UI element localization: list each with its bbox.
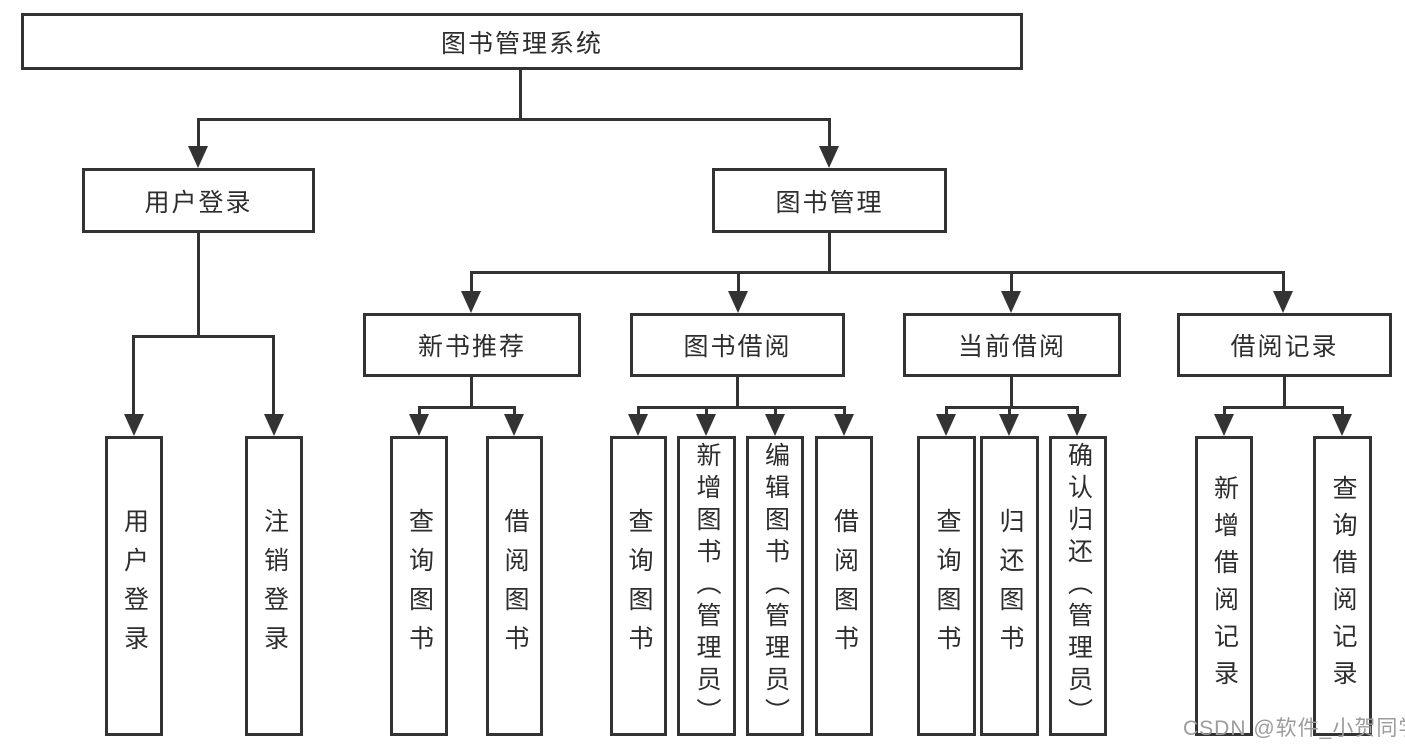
edge-arrowhead [1273,291,1293,313]
leaf-add-books-admin: 新增图书（管理员） [677,436,736,736]
leaf-borrow-books-2: 借阅图书 [815,436,873,736]
node-book-management: 图书管理 [712,168,947,233]
edge-line [774,406,777,418]
edge-arrowhead [264,414,284,436]
edge-line [1223,406,1226,418]
node-label: 图书借阅 [683,333,792,361]
leaf-label: 用户登录 [120,508,149,664]
leaf-label: 确认归还（管理员） [1064,442,1093,730]
edge-arrowhead [999,414,1019,436]
edge-line [470,271,473,293]
leaf-add-borrow-record: 新增借阅记录 [1195,436,1253,736]
leaf-confirm-return-admin: 确认归还（管理员） [1049,436,1107,736]
edge-line [197,118,831,121]
leaf-borrow-books-1: 借阅图书 [486,436,543,736]
leaf-label: 新增图书（管理员） [693,442,721,730]
csdn-watermark: CSDN @软件_小贺同学 [1183,717,1405,740]
node-label: 借阅记录 [1230,333,1339,361]
edge-line [1283,377,1286,408]
edge-line [945,406,1079,409]
edge-line [828,233,831,274]
edge-arrowhead [765,414,785,436]
edge-arrowhead [188,146,208,168]
edge-line [637,406,640,418]
edge-line [736,377,739,408]
node-current-borrow: 当前借阅 [903,313,1121,377]
edge-arrowhead [504,414,524,436]
leaf-return-books: 归还图书 [980,436,1039,736]
edge-arrowhead [819,146,839,168]
node-borrow-records: 借阅记录 [1177,313,1392,377]
edge-line [843,406,846,418]
node-label: 用户登录 [144,188,253,217]
edge-line [418,406,516,409]
leaf-label: 编辑图书（管理员） [761,442,790,730]
edge-line [828,118,831,148]
edge-line [1076,406,1079,418]
node-label: 新书推荐 [417,333,526,361]
edge-line [945,406,948,418]
edge-line [1341,406,1344,418]
leaf-edit-books-admin: 编辑图书（管理员） [746,436,804,736]
leaf-query-books-3: 查询图书 [917,436,976,736]
edge-arrowhead [936,414,956,436]
edge-line [418,406,421,418]
leaf-label: 查询图书 [933,508,961,664]
leaf-query-books-1: 查询图书 [390,436,448,736]
edge-line [519,70,522,118]
edge-line [197,233,200,337]
edge-arrowhead [1067,414,1087,436]
edge-line [470,271,1283,274]
edge-arrowhead [1001,291,1021,313]
leaf-label: 新增借阅记录 [1210,475,1239,697]
leaf-label: 注销登录 [260,508,289,664]
edge-line [132,335,275,338]
leaf-user-login: 用户登录 [105,436,163,736]
edge-line [197,118,200,148]
node-book-borrow: 图书借阅 [630,313,845,377]
leaf-label: 查询图书 [405,508,434,664]
node-new-book-recommend: 新书推荐 [363,313,581,377]
node-user-login: 用户登录 [82,168,315,233]
edge-line [272,335,275,415]
edge-line [737,271,740,293]
leaf-label: 借阅图书 [501,508,529,664]
edge-arrowhead [461,291,481,313]
leaf-label: 查询图书 [625,508,653,664]
leaf-label: 查询借阅记录 [1329,475,1357,697]
edge-arrowhead [628,414,648,436]
edge-line [1010,377,1013,408]
edge-arrowhead [834,414,854,436]
leaf-label: 借阅图书 [830,508,859,664]
edge-line [513,406,516,418]
edge-line [637,406,845,409]
edge-line [132,335,135,415]
edge-line [470,377,473,408]
node-label: 当前借阅 [957,333,1066,361]
edge-line [1282,271,1285,293]
edge-arrowhead [728,291,748,313]
node-root-library-system: 图书管理系统 [21,13,1023,70]
edge-line [1223,406,1344,409]
node-label: 图书管理 [775,188,884,217]
edge-arrowhead [1214,414,1234,436]
leaf-label: 归还图书 [996,508,1024,664]
edge-arrowhead [1332,414,1352,436]
edge-line [1008,406,1011,418]
leaf-query-borrow-record: 查询借阅记录 [1313,436,1372,736]
edge-arrowhead [696,414,716,436]
edge-line [1010,271,1013,293]
leaf-logout: 注销登录 [245,436,303,736]
node-label: 图书管理系统 [440,29,603,58]
edge-arrowhead [409,414,429,436]
edge-arrowhead [124,414,144,436]
leaf-query-books-2: 查询图书 [610,436,667,736]
edge-line [705,406,708,418]
